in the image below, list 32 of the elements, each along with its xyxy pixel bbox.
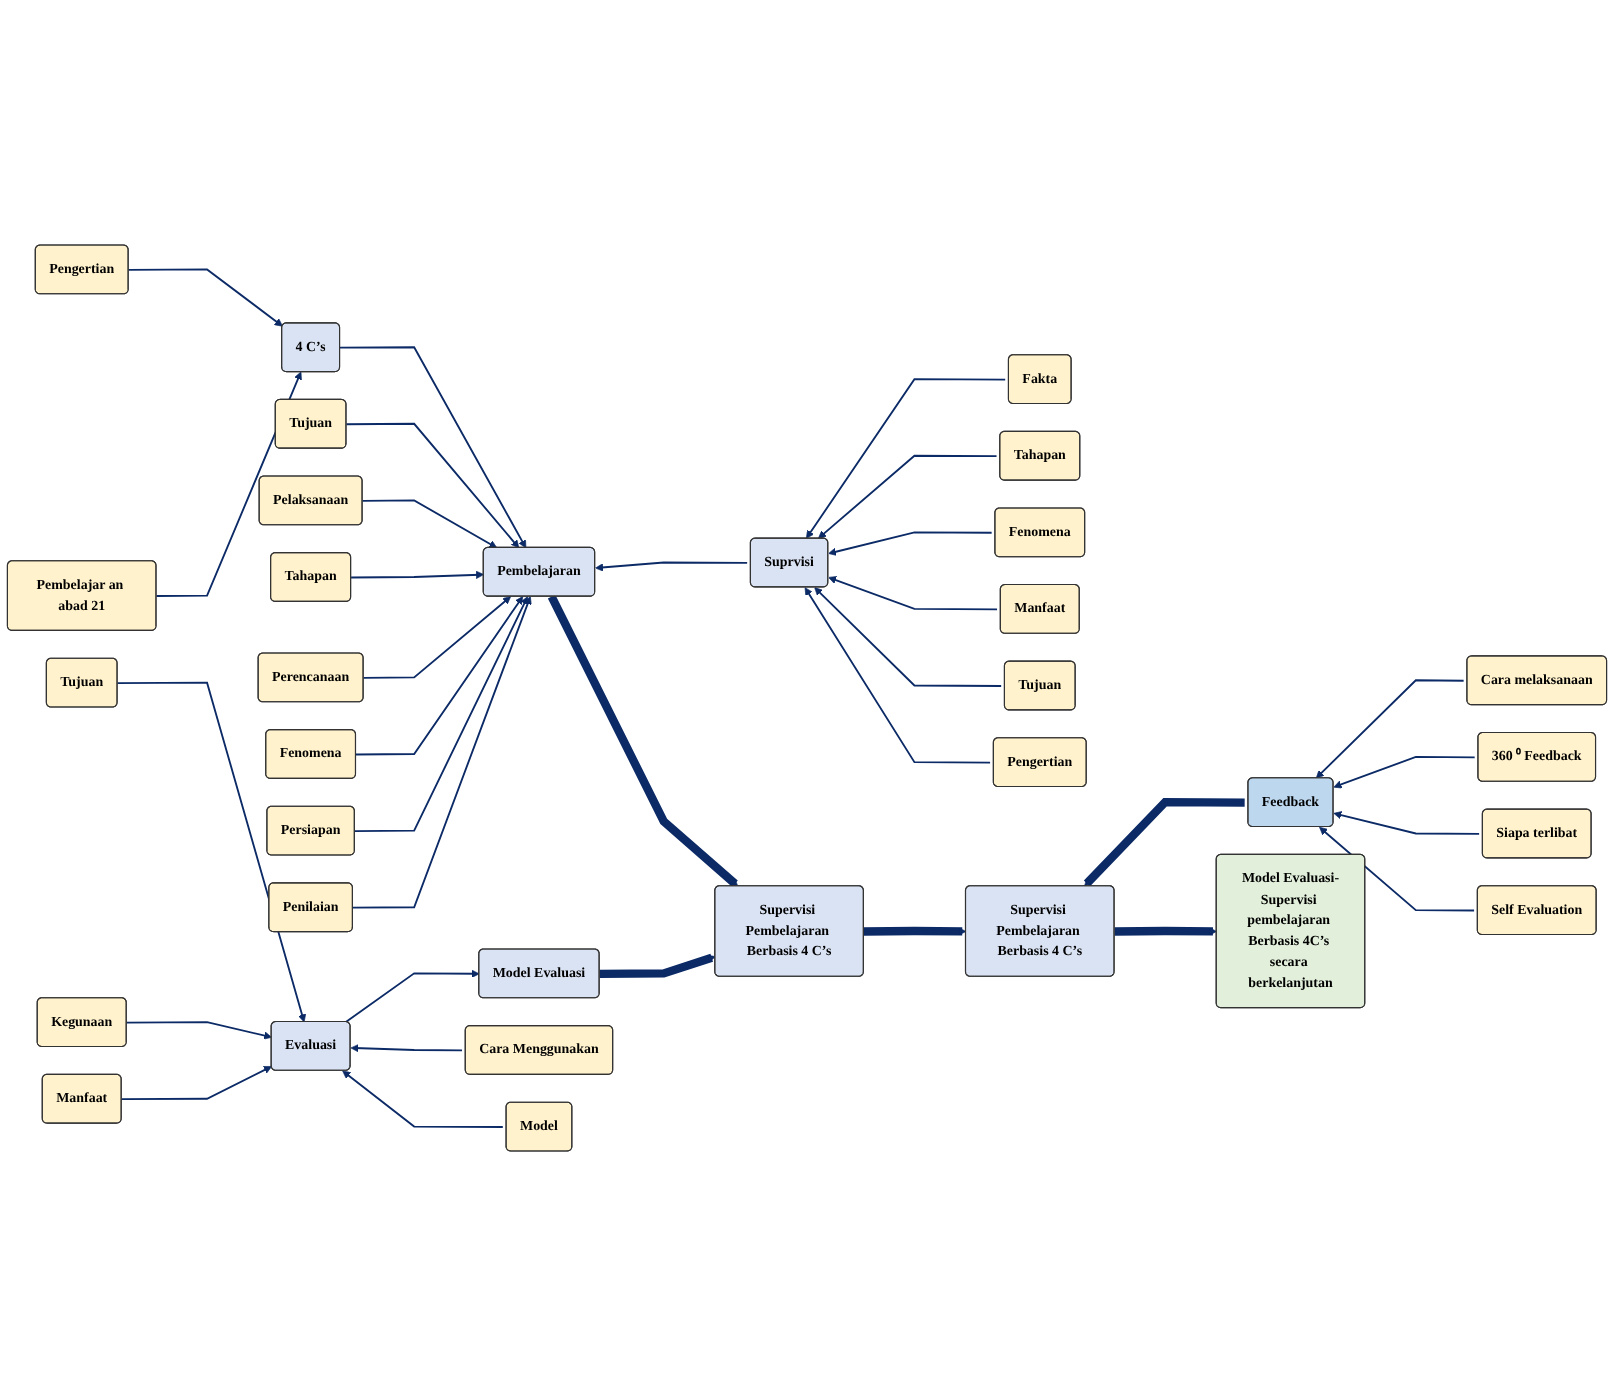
arrow — [155, 371, 302, 597]
arrow — [345, 422, 520, 549]
arrow — [353, 596, 529, 832]
arrow — [828, 531, 993, 556]
arrow — [828, 576, 998, 611]
arrow — [595, 561, 749, 572]
arrow — [1319, 826, 1475, 912]
arrow — [350, 1044, 463, 1053]
arrow — [1315, 679, 1465, 779]
arrow — [1114, 926, 1218, 936]
arrow — [120, 1066, 272, 1101]
arrow — [362, 596, 511, 679]
arrow — [361, 499, 498, 549]
arrow — [814, 587, 1003, 687]
arrow — [344, 969, 480, 1023]
arrow — [350, 570, 485, 579]
arrow — [1333, 811, 1481, 835]
arrow — [806, 378, 1007, 539]
arrow — [818, 454, 998, 539]
arrow — [351, 596, 532, 909]
arrow — [127, 268, 283, 327]
arrow — [355, 596, 524, 756]
arrow — [125, 1021, 272, 1040]
arrow — [1083, 798, 1245, 887]
arrow — [863, 926, 967, 936]
arrow — [547, 594, 739, 887]
arrow — [339, 346, 527, 549]
arrow — [599, 953, 716, 978]
arrow — [342, 1070, 504, 1128]
arrow — [116, 681, 307, 1023]
arrow — [804, 587, 992, 764]
arrow — [1333, 755, 1476, 789]
